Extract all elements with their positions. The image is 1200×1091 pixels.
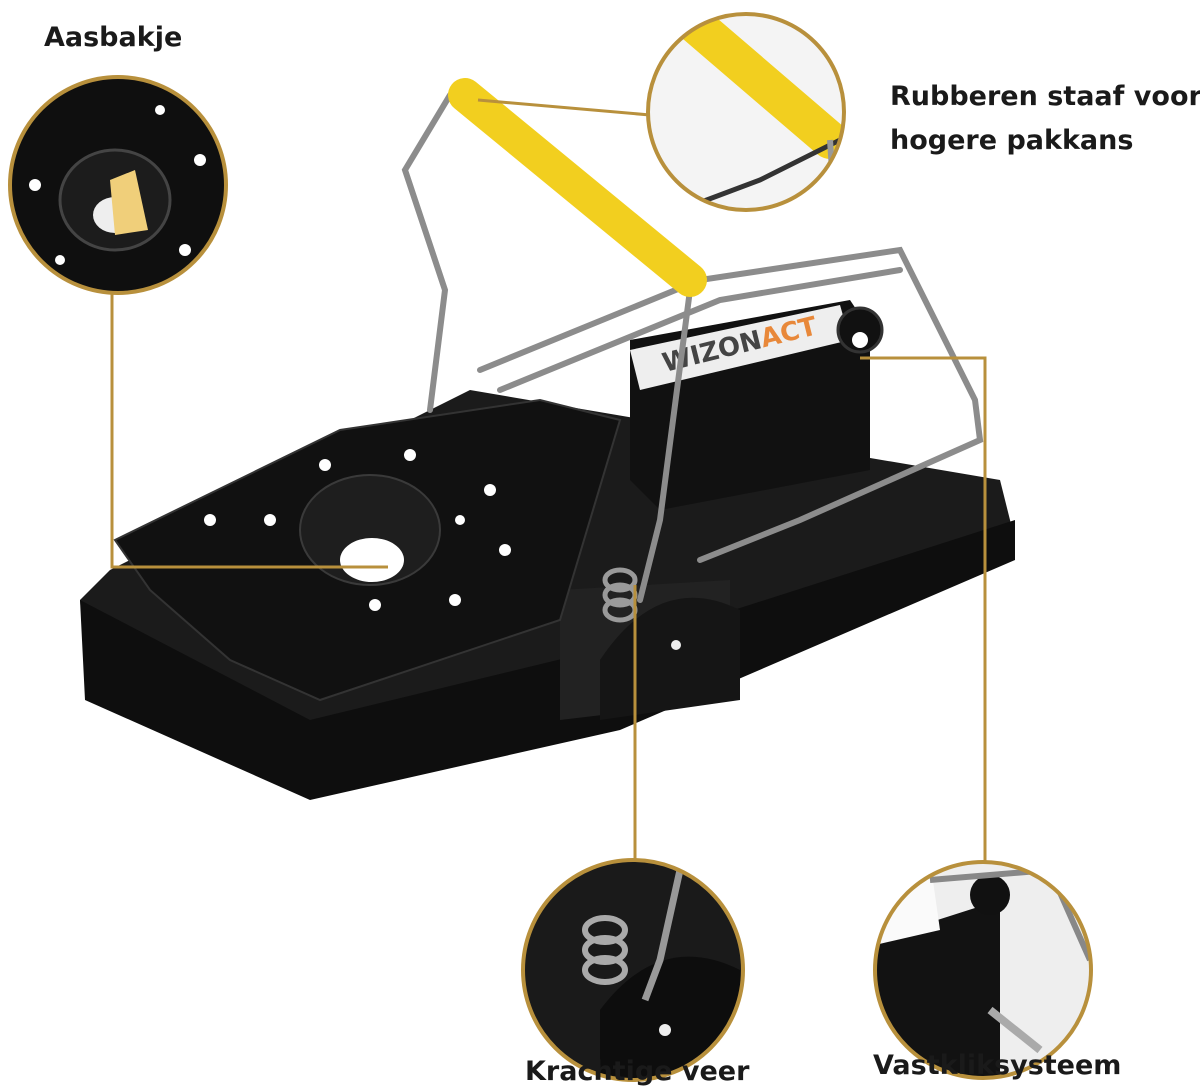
detail-circle-spring bbox=[521, 858, 745, 1082]
label-bait-cup: Aasbakje bbox=[44, 22, 183, 53]
bait-plate bbox=[113, 398, 622, 702]
label-rubber-bar-line1: Rubberen staaf voor bbox=[890, 81, 1200, 112]
lock-block: WIZONACT bbox=[630, 300, 884, 510]
detail-circle-lock-system: ACT bbox=[873, 860, 1093, 1080]
label-lock-system: Vastkliksysteem bbox=[873, 1050, 1122, 1081]
detail-circle-bait-cup bbox=[8, 75, 228, 295]
rubber-bar bbox=[448, 78, 707, 297]
label-spring: Krachtige veer bbox=[525, 1056, 750, 1087]
label-rubber-bar-line2: hogere pakkans bbox=[890, 125, 1134, 156]
callout-lines bbox=[110, 98, 987, 862]
detail-circle-rubber-bar bbox=[646, 12, 846, 212]
